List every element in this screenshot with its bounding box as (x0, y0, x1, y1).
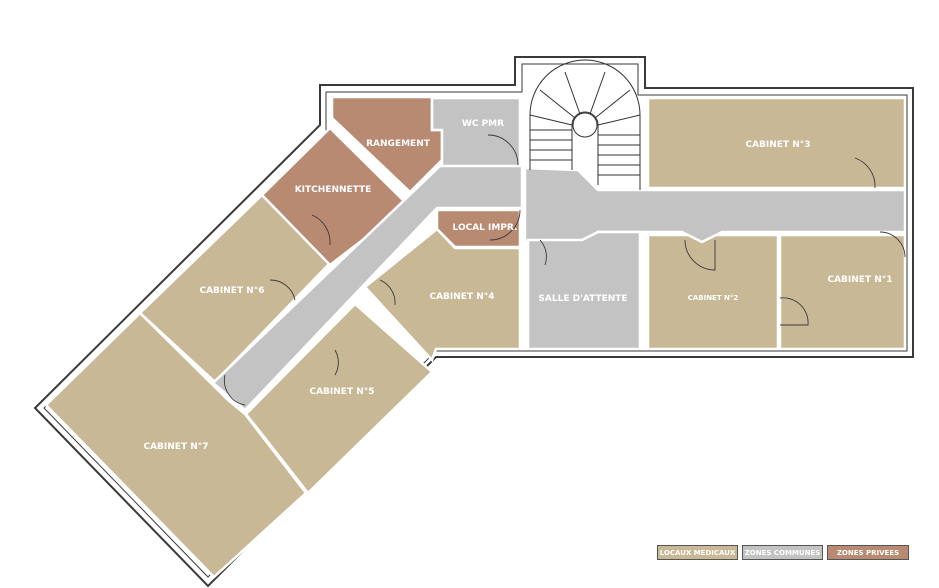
room-cabinet-2[interactable] (646, 233, 780, 351)
label-cabinet-6: CABINET N°6 (199, 286, 264, 296)
label-kitchennette: KITCHENNETTE (295, 185, 372, 195)
label-cabinet-7: CABINET N°7 (143, 442, 208, 452)
label-cabinet-4: CABINET N°4 (429, 292, 494, 302)
label-salle-attente: SALLE D'ATTENTE (538, 294, 627, 304)
legend-zones-communes: ZONES COMMUNES (742, 545, 823, 560)
room-cabinet-5[interactable] (244, 302, 434, 495)
label-cabinet-5: CABINET N°5 (309, 387, 374, 397)
label-local-impr: LOCAL IMPR. (453, 223, 518, 233)
room-cabinet-1[interactable] (778, 233, 907, 351)
legend-zones-privees: ZONES PRIVEES (827, 545, 909, 560)
door-swings (224, 134, 906, 406)
label-rangement: RANGEMENT (366, 139, 431, 149)
label-cabinet-2: CABINET N°2 (688, 294, 739, 302)
corridor-diagonal[interactable] (211, 164, 524, 412)
room-wc-pmr[interactable] (430, 96, 522, 170)
label-wc-pmr: WC PMR (462, 119, 504, 129)
room-cabinet-3[interactable] (646, 96, 907, 190)
staircase (529, 59, 641, 190)
label-cabinet-1: CABINET N°1 (827, 275, 892, 285)
legend-locaux-medicaux: LOCAUX MEDICAUX (657, 545, 738, 560)
room-salle-attente[interactable] (526, 230, 642, 351)
label-cabinet-3: CABINET N°3 (745, 140, 810, 150)
room-local-impr[interactable] (435, 208, 522, 249)
